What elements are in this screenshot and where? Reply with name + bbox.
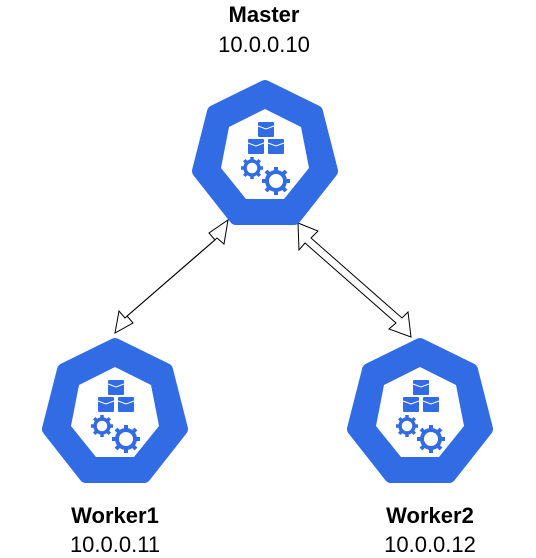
kubernetes-node-icon <box>49 345 181 476</box>
kubernetes-node-icon <box>199 87 331 218</box>
worker1-ip: 10.0.0.11 <box>70 532 160 557</box>
master-name: Master <box>229 2 300 27</box>
master-ip: 10.0.0.10 <box>218 32 310 57</box>
worker1-name: Worker1 <box>71 503 159 528</box>
worker2-node: Worker2 10.0.0.12 <box>354 345 486 557</box>
arrow-master-worker2 <box>297 222 412 338</box>
worker1-node: Worker1 10.0.0.11 <box>49 345 181 557</box>
kubernetes-node-icon <box>354 345 486 476</box>
worker2-ip: 10.0.0.12 <box>384 532 476 557</box>
worker2-name: Worker2 <box>386 503 474 528</box>
arrow-master-worker1 <box>114 218 229 334</box>
master-node: Master 10.0.0.10 <box>199 2 331 218</box>
